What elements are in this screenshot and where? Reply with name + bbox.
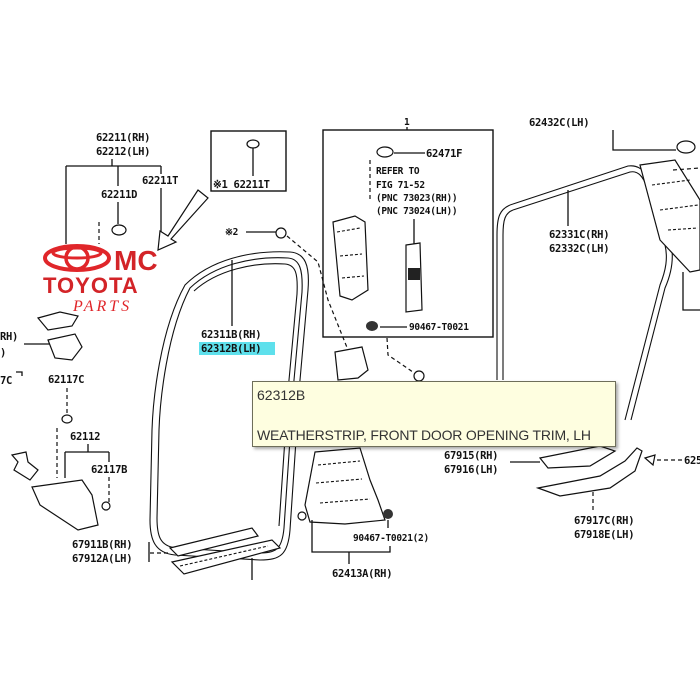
front-scuff-plate: 67911B(RH) 67912A(LH) [72, 527, 282, 580]
label-left-7c: 7C [0, 375, 12, 387]
logo-mc: MC [114, 245, 158, 276]
direction-arrow [157, 189, 209, 251]
label-67915[interactable]: 67915(RH) [444, 450, 499, 462]
label-62112[interactable]: 62112 [70, 431, 100, 443]
refer-line-1: REFER TO [376, 166, 420, 177]
tooltip-part-number: 62312B [257, 387, 306, 403]
clip-icon [246, 139, 260, 149]
label-62117B[interactable]: 62117B [91, 464, 127, 476]
callout-group-62211: 62211(RH) 62212(LH) 62211D 62211T [36, 132, 178, 331]
label-67916[interactable]: 67916(LH) [444, 464, 499, 476]
label-62211T[interactable]: 62211T [142, 175, 178, 187]
toyota-emblem-icon [43, 244, 111, 272]
clip-62211D [98, 222, 127, 244]
refer-line-2: FIG 71-52 [376, 180, 425, 191]
label-62331C[interactable]: 62331C(RH) [549, 229, 610, 241]
c-pillar-trim [639, 159, 700, 273]
logo-toyota: TOYOTA [43, 273, 139, 298]
label-62471F[interactable]: 62471F [426, 148, 462, 160]
refer-line-3: (PNC 73023(RH)) [376, 193, 457, 204]
label-62211[interactable]: 62211(RH) [96, 132, 151, 144]
inset-box-62211T: ※1 62211T [210, 130, 287, 192]
assembly-box-1: 1 62471F REFER TO FIG 71-52 (PNC 73023(R… [322, 117, 494, 382]
label-625[interactable]: 625 [684, 455, 700, 467]
label-left-paren: ) [0, 347, 6, 359]
logo-parts: PARTS [72, 298, 132, 315]
part-tooltip: 62312B WEATHERSTRIP, FRONT DOOR OPENING … [252, 381, 616, 447]
refer-line-4: (PNC 73024(LH)) [376, 206, 457, 217]
label-67911B[interactable]: 67911B(RH) [72, 539, 133, 551]
screw-icon [366, 321, 378, 331]
cowl-side-trim [31, 479, 99, 531]
label-67917C[interactable]: 67917C(RH) [574, 515, 635, 527]
inset-label[interactable]: ※1 62211T [213, 179, 270, 191]
label-62432C[interactable]: 62432C(LH) [529, 117, 590, 129]
front-door-weatherstrip [149, 251, 309, 561]
tooltip-description: WEATHERSTRIP, FRONT DOOR OPENING TRIM, L… [257, 427, 591, 443]
garnish-part [47, 333, 83, 361]
label-90467-bottom[interactable]: 90467-T0021(2) [353, 533, 429, 544]
label-67918E[interactable]: 67918E(LH) [574, 529, 635, 541]
label-62117C[interactable]: 62117C [48, 374, 84, 386]
left-edge-labels: RH) ) 7C [0, 331, 83, 387]
front-arrow [10, 451, 39, 481]
pillar-garnish-part [36, 311, 79, 331]
label-62332C[interactable]: 62332C(LH) [549, 243, 610, 255]
mc-toyota-parts-logo: MC TOYOTA PARTS [43, 244, 158, 315]
label-62413A[interactable]: 62413A(RH) [332, 568, 393, 580]
box-number: 1 [404, 117, 410, 128]
label-90467-top[interactable]: 90467-T0021 [409, 322, 469, 333]
clip-62471F [376, 146, 394, 158]
pillar-upper-trim [332, 215, 369, 301]
label-62212[interactable]: 62212(LH) [96, 146, 151, 158]
note-2-label: ※2 [225, 227, 238, 238]
label-left-rh: RH) [0, 331, 18, 343]
label-62312B[interactable]: 62312B(LH) [201, 343, 262, 355]
cowl-side-trim-group: 62117C 62112 62117B [10, 374, 127, 531]
label-62211D[interactable]: 62211D [101, 189, 137, 201]
label-62311B[interactable]: 62311B(RH) [201, 329, 262, 341]
clip-c-pillar [676, 140, 696, 154]
label-67912A[interactable]: 67912A(LH) [72, 553, 133, 565]
rear-scuff-plate: 67915(RH) 67916(LH) 67917C(RH) 67918E(LH… [444, 445, 700, 541]
highlight-62312B [199, 342, 275, 355]
b-pillar-lower-trim: 90467-T0021(2) 62413A(RH) [297, 346, 429, 580]
